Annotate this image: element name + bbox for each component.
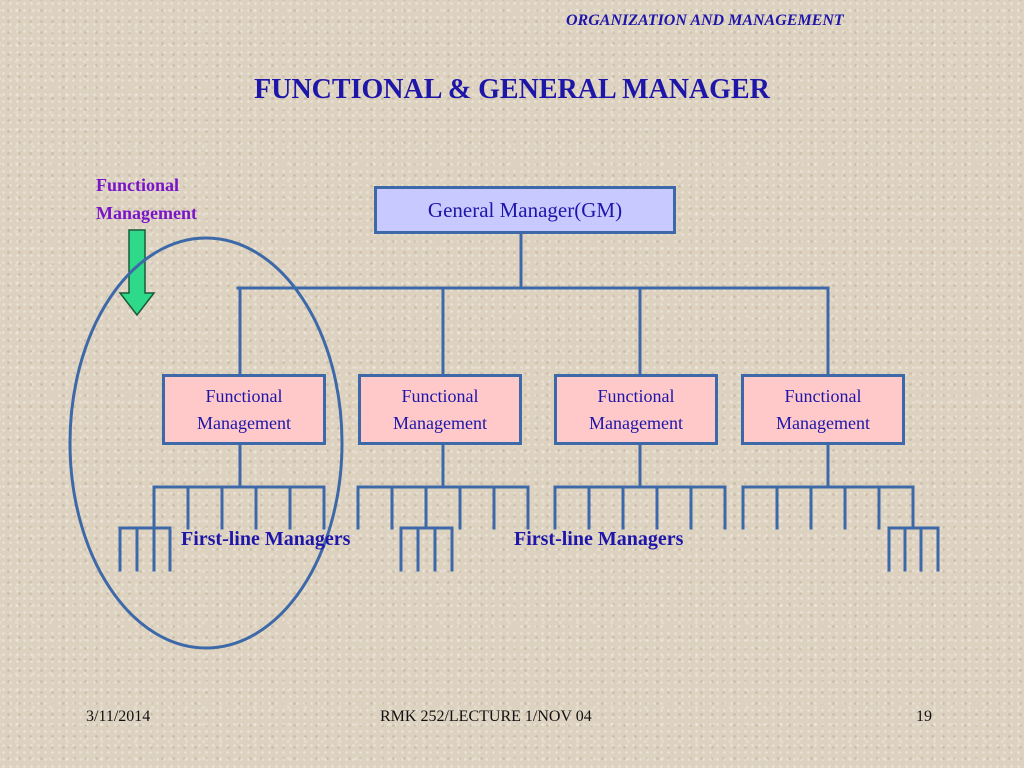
slide-header: ORGANIZATION AND MANAGEMENT [566,12,844,29]
fm-line-2: Management [776,412,870,433]
callout-line-2: Management [96,203,197,223]
slide-number: 19 [916,708,932,725]
fm-line-1: Functional [784,385,862,406]
fm-line-1: Functional [597,385,675,406]
functional-management-box: Functional Management [741,374,905,445]
first-line-managers-label: First-line Managers [181,528,351,550]
highlight-ellipse [68,236,344,650]
fm-line-2: Management [589,412,683,433]
fm-line-2: Management [197,412,291,433]
fm-line-1: Functional [401,385,479,406]
first-line-managers-label: First-line Managers [514,528,684,550]
footer-center-text: RMK 252/LECTURE 1/NOV 04 [380,708,592,725]
footer-date: 3/11/2014 [86,708,151,725]
functional-management-box: Functional Management [162,374,326,445]
functional-management-box: Functional Management [554,374,718,445]
down-arrow-icon [118,229,156,317]
callout-line-1: Functional [96,175,180,195]
functional-management-box: Functional Management [358,374,522,445]
gm-label: General Manager(GM) [427,197,623,222]
fm-line-2: Management [393,412,487,433]
fm-line-1: Functional [205,385,283,406]
general-manager-box: General Manager(GM) [374,186,676,234]
slide-title: FUNCTIONAL & GENERAL MANAGER [254,74,770,105]
functional-management-callout: Functional Management [96,171,197,227]
